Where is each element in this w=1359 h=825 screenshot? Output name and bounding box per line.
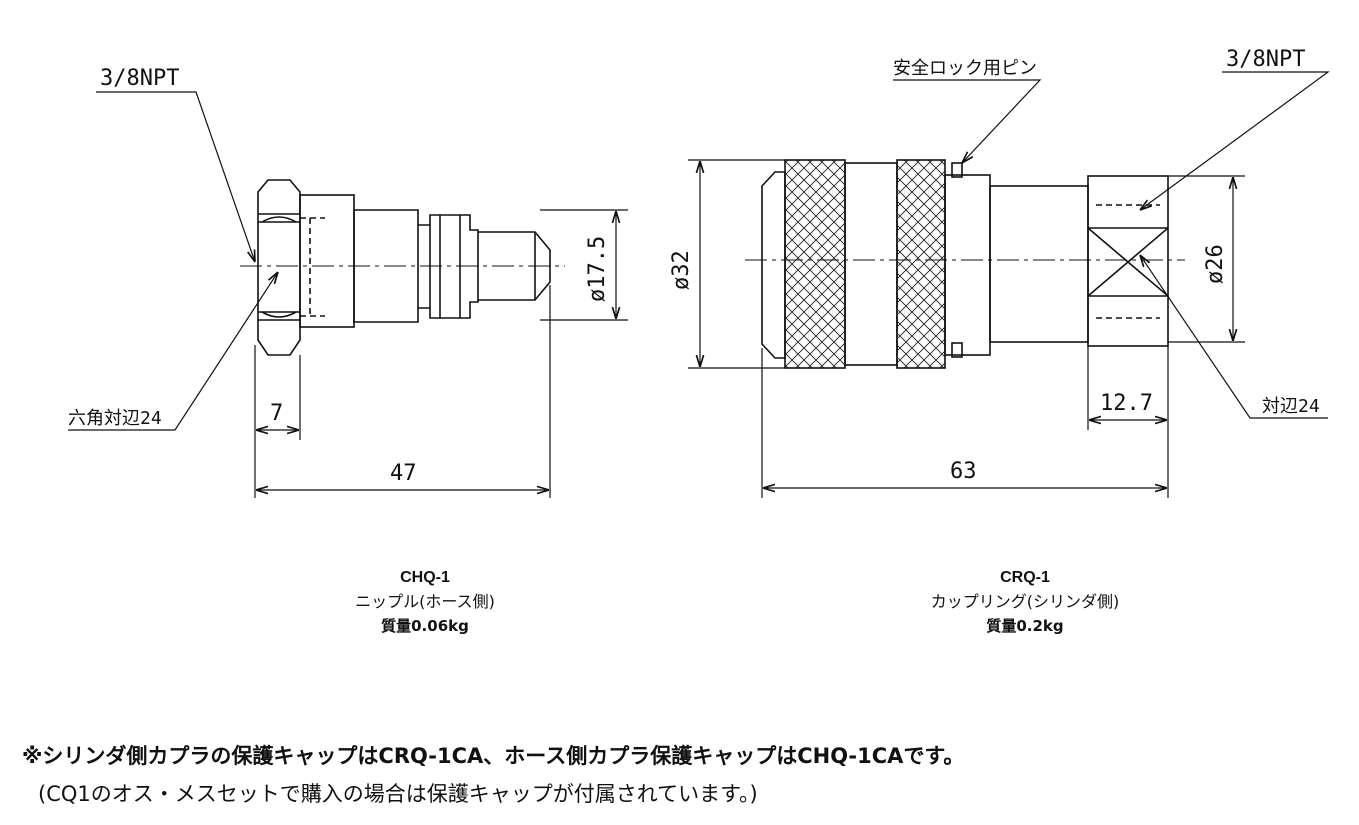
nipple-thread-label: 3/8NPT [100,66,179,91]
nipple-description: ニップル(ホース側) [355,592,495,611]
nipple-mass: 質量0.06kg [381,617,469,635]
coupling-pin-label: 安全ロック用ピン [893,58,1037,79]
nipple-dim-diameter: ø17.5 [585,236,610,302]
nipple-hex [257,179,301,356]
coupling-description: カップリング(シリンダ側) [930,592,1120,611]
nipple-dim-hex-width: 7 [270,401,283,426]
nipple-dim-length: 47 [390,461,417,486]
coupling-model: CRQ-1 [1000,569,1050,586]
coupling-drawing [761,159,1169,369]
note1-part-b: CRQ-1CA [378,744,484,768]
coupling-caption: CRQ-1 カップリング(シリンダ側) 質量0.2kg [875,566,1175,638]
coupling-dim-length: 63 [950,459,977,484]
coupling-across-flats-label: 対辺24 [1262,396,1320,417]
nipple-caption: CHQ-1 ニップル(ホース側) 質量0.06kg [275,566,575,638]
note1-part-e: です。 [903,744,965,768]
note1-part-d: CHQ-1CA [797,744,904,768]
coupling-dim-end-width: 12.7 [1100,391,1153,416]
note-protective-caps: ※シリンダ側カプラの保護キャップはCRQ-1CA、ホース側カプラ保護キャップはC… [22,740,964,770]
nipple-hex-label: 六角対辺24 [68,408,162,429]
note1-part-c: 、ホース側カプラ保護キャップは [483,744,798,768]
note-set-purchase: (CQ1のオス・メスセットで購入の場合は保護キャップが付属されています。) [38,782,758,806]
coupling-mass: 質量0.2kg [986,617,1064,635]
coupling-thread-label: 3/8NPT [1226,47,1305,72]
coupling-dim-diameter-body: ø32 [669,250,694,290]
note1-part-a: ※シリンダ側カプラの保護キャップは [22,744,379,768]
nipple-drawing [257,179,551,356]
nipple-model: CHQ-1 [400,569,450,586]
coupling-dim-diameter-end: ø26 [1203,244,1228,284]
